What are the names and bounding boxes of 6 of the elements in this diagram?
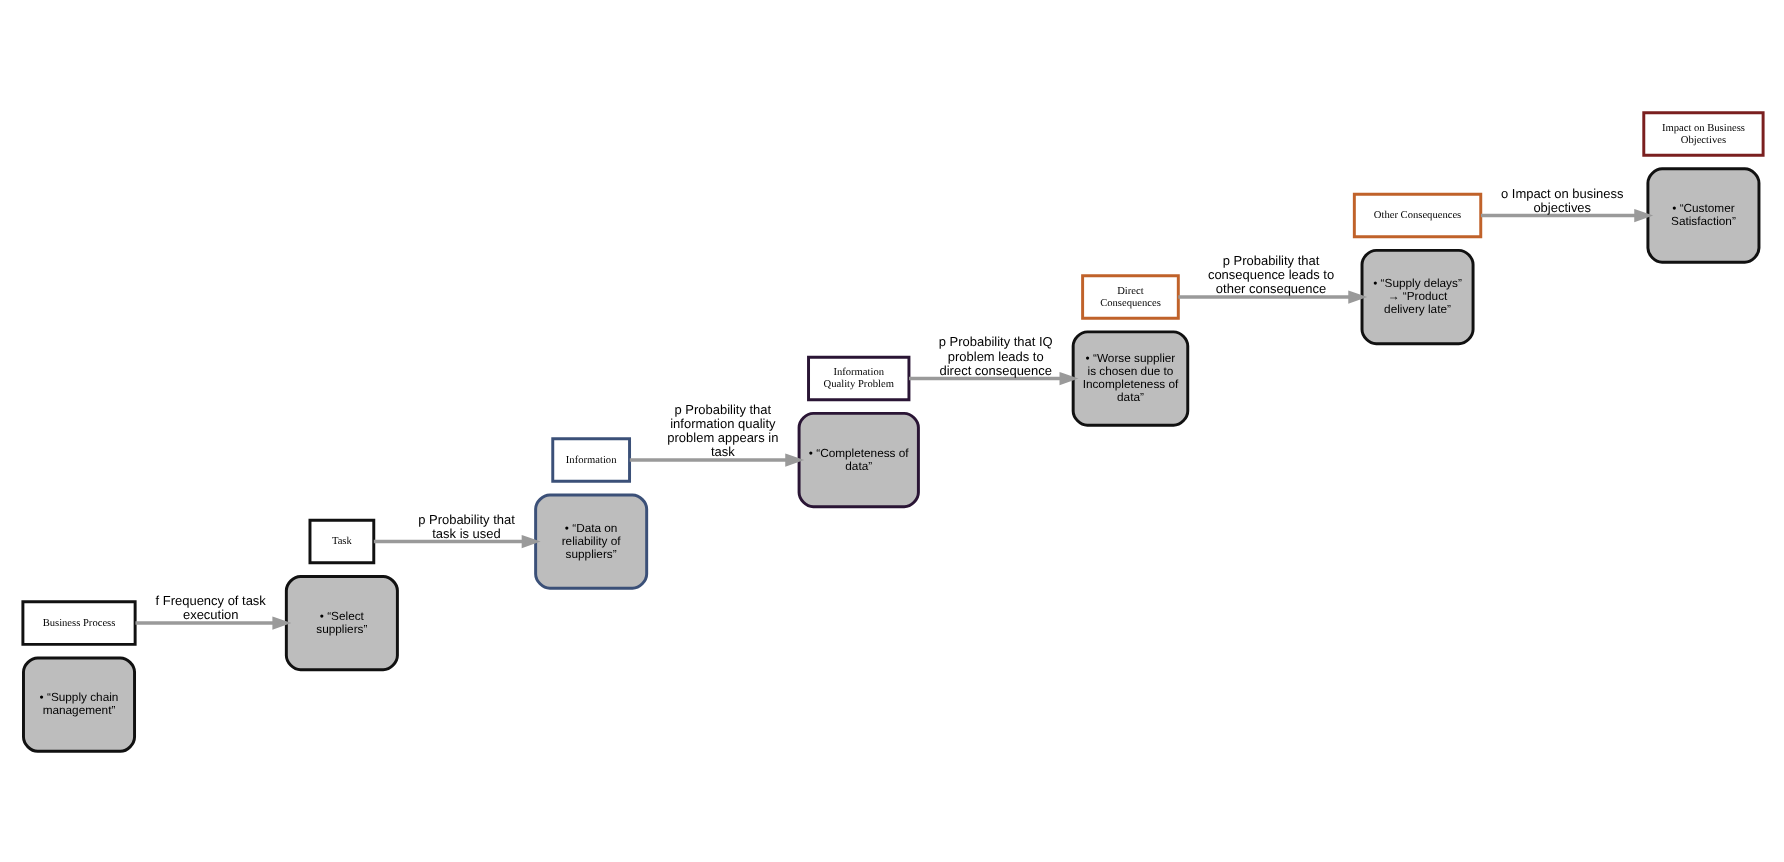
arrow: [1177, 289, 1367, 303]
arrow: [372, 533, 540, 548]
arrow: [908, 370, 1078, 385]
arrow: [1479, 207, 1653, 222]
arrow: [628, 452, 804, 466]
arrow: [134, 615, 291, 629]
